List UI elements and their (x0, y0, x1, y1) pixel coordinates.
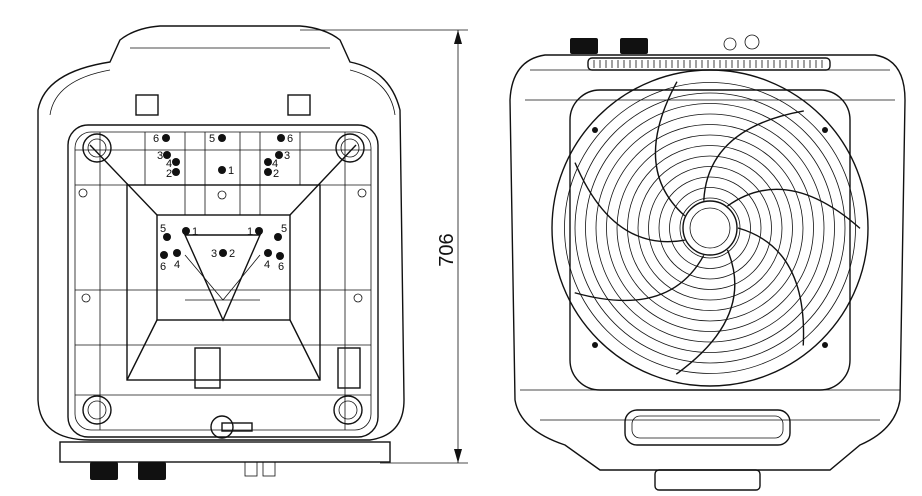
grill-ring (616, 134, 804, 322)
hex-nut-icons (160, 134, 285, 260)
connector-3 (570, 38, 598, 54)
connector-1 (90, 462, 118, 480)
grill-ring (595, 113, 825, 343)
fan-hub (682, 200, 738, 256)
front-view-outline (509, 54, 906, 471)
screw-icon (592, 342, 598, 348)
label: 6 (278, 261, 284, 273)
label: 6 (287, 133, 293, 145)
label: 4 (174, 259, 180, 271)
handle-knob-icon (210, 415, 234, 439)
height-dimension: 706 (300, 29, 468, 464)
bottom-plate (67, 124, 379, 438)
fan-frame (551, 69, 869, 387)
label: 2 (229, 248, 235, 260)
grill-ring (606, 124, 814, 332)
mount-slot-left (135, 94, 159, 116)
bottom-view: 6 5 6 3 4 2 1 3 4 2 1 5 6 4 3 2 1 5 4 6 (37, 25, 405, 480)
handle (624, 409, 791, 446)
fan-grill (551, 69, 869, 387)
bottom-view-outline (37, 25, 405, 441)
label: 4 (264, 259, 270, 271)
label: 1 (192, 226, 198, 238)
front-view (509, 34, 906, 491)
grill-ring (658, 176, 762, 280)
grill-ring (679, 197, 741, 259)
label: 5 (281, 223, 287, 235)
fan-blade (675, 249, 736, 375)
label: 1 (228, 165, 234, 177)
label: 3 (211, 248, 217, 260)
fan-blade (703, 110, 804, 201)
grill-ring (627, 145, 793, 311)
fan-blade (727, 188, 861, 229)
label: 1 (247, 226, 253, 238)
vent-slots (593, 60, 823, 68)
label: 4 (272, 158, 278, 170)
grill-ring (585, 103, 835, 353)
label: 5 (160, 223, 166, 235)
grill-ring (648, 166, 772, 290)
label: 3 (157, 150, 163, 162)
fixing-labels: 6 5 6 3 4 2 1 3 4 2 1 5 6 4 3 2 1 5 4 6 (153, 133, 293, 273)
grill-ring (637, 155, 783, 301)
label: 2 (273, 168, 279, 180)
label: 6 (160, 261, 166, 273)
fan-blade (654, 81, 686, 217)
screw-icon (592, 127, 598, 133)
dimension-label: 706 (436, 233, 458, 266)
label: 4 (166, 158, 172, 170)
grill-ring (669, 187, 751, 269)
label: 6 (153, 133, 159, 145)
connector-4 (620, 38, 648, 54)
fan-blade (574, 162, 685, 243)
grill-ring (564, 82, 856, 374)
label: 3 (284, 150, 290, 162)
label: 5 (209, 133, 215, 145)
grill-ring (574, 92, 846, 364)
foot-icons (82, 133, 365, 425)
label: 2 (166, 168, 172, 180)
mount-slot-right (287, 94, 311, 116)
fan-hub-inner (689, 207, 731, 249)
screw-icon (822, 127, 828, 133)
fan-blade (737, 227, 805, 346)
connector-2 (138, 462, 166, 480)
screw-icon (822, 342, 828, 348)
fan-blade (574, 254, 705, 302)
